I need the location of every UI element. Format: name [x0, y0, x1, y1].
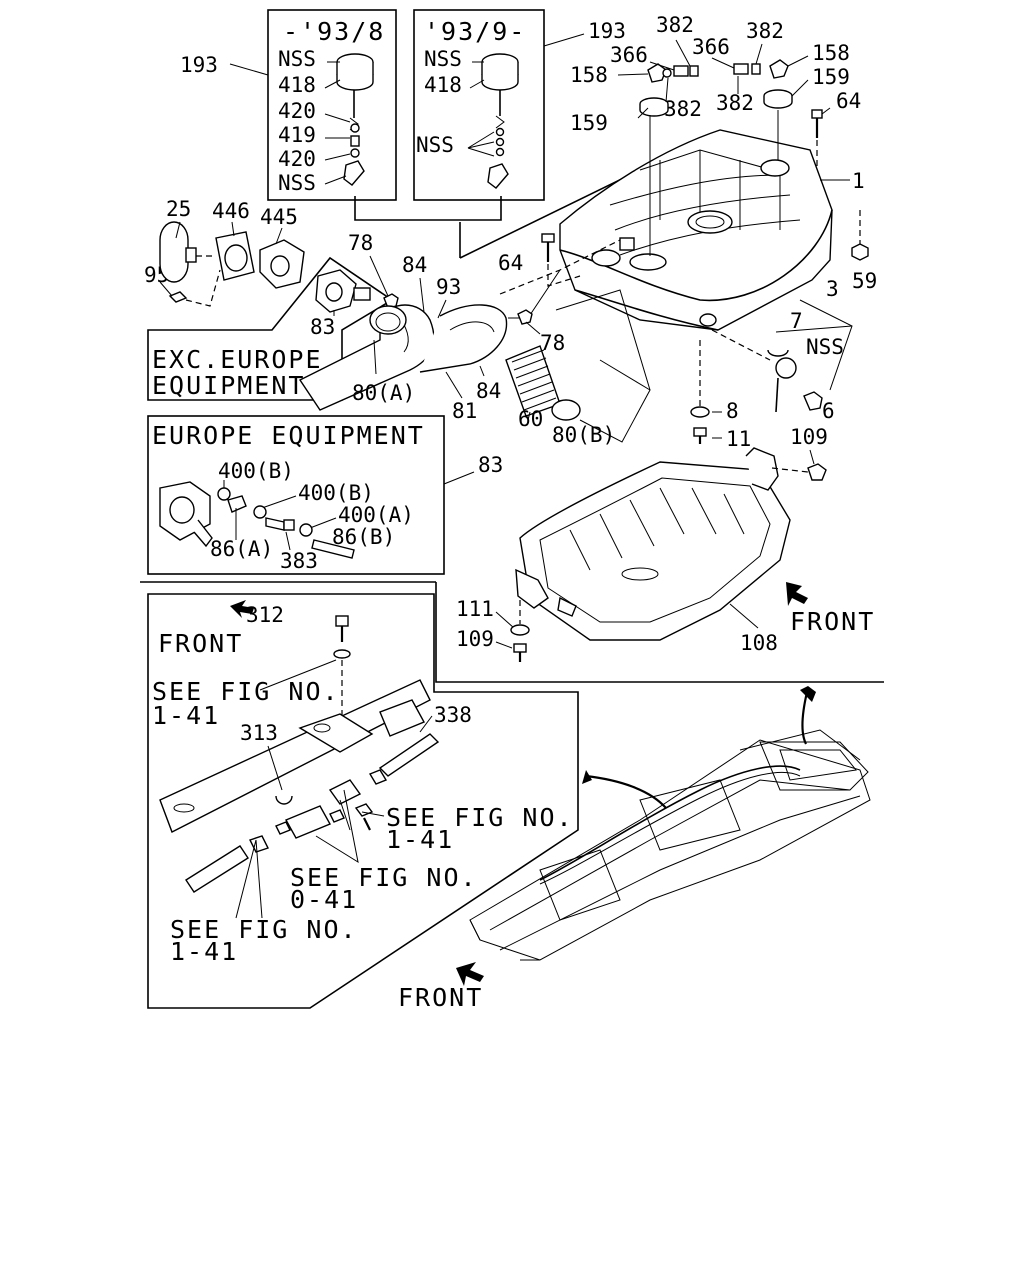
pump-unit [711, 329, 823, 413]
label-400b: 400(B) [218, 459, 294, 483]
label-400a: 400(A) [338, 503, 414, 527]
early-box-title: -'93/8 [283, 17, 385, 46]
label-nss: NSS [424, 47, 462, 71]
filler-cap-part [159, 221, 197, 283]
label-60: 60 [518, 407, 543, 431]
filler-gasket-part [259, 227, 305, 289]
label-3: 3 [826, 277, 839, 301]
label-6: 6 [822, 399, 835, 423]
label-382: 382 [716, 91, 754, 115]
front-arrow-icon [230, 600, 254, 618]
front-arrow-icon [786, 582, 808, 606]
label-193: 193 [588, 19, 626, 43]
label-366: 366 [610, 43, 648, 67]
label-86b: 86(B) [332, 525, 395, 549]
filler-neck-flange-part [315, 269, 371, 313]
label-382: 382 [664, 97, 702, 121]
exc-europe-label-1: EXC.EUROPE [152, 345, 323, 374]
label-108: 108 [740, 631, 778, 655]
see-fig-number: 1-41 [152, 701, 220, 730]
front-label: FRONT [790, 607, 875, 636]
fuel-tank: 1 [559, 110, 865, 331]
label-312: 312 [246, 603, 284, 627]
label-420: 420 [278, 99, 316, 123]
label-86a: 86(A) [210, 537, 273, 561]
frame-rail-part [159, 679, 431, 833]
see-fig-label: SEE FIG NO. [290, 863, 478, 892]
label-109: 109 [456, 627, 494, 651]
hose-clamp-part [369, 305, 407, 335]
label-84: 84 [476, 379, 501, 403]
label-159: 159 [570, 111, 608, 135]
exc-europe-panel [147, 256, 394, 401]
label-80b: 80(B) [552, 423, 615, 447]
vent-fittings [617, 39, 831, 182]
label-419: 419 [278, 123, 316, 147]
label-78: 78 [540, 331, 565, 355]
label-420: 420 [278, 147, 316, 171]
bellows-hose-part [505, 345, 561, 417]
front-arrow-icon [456, 962, 484, 986]
label-11: 11 [726, 427, 751, 451]
label-81: 81 [452, 399, 477, 423]
label-8: 8 [726, 399, 739, 423]
label-93: 93 [436, 275, 461, 299]
label-64: 64 [498, 251, 523, 275]
label-nss: NSS [806, 335, 844, 359]
label-158: 158 [812, 41, 850, 65]
europe-equipment-label: EUROPE EQUIPMENT [152, 421, 425, 450]
see-fig-number: 1-41 [386, 825, 454, 854]
chassis-overview [469, 729, 871, 961]
label-158: 158 [570, 63, 608, 87]
label-366: 366 [692, 35, 730, 59]
label-84: 84 [402, 253, 427, 277]
see-fig-label: SEE FIG NO. [152, 677, 340, 706]
label-382: 382 [746, 19, 784, 43]
see-fig-label: SEE FIG NO. [386, 803, 574, 832]
filler-housing-part [215, 221, 255, 281]
label-111: 111 [456, 597, 494, 621]
fuel-filter-part [275, 779, 362, 839]
label-338: 338 [434, 703, 472, 727]
label-313: 313 [240, 721, 278, 745]
label-193: 193 [180, 53, 218, 77]
label-78: 78 [348, 231, 373, 255]
label-1: 1 [852, 169, 865, 193]
label-64: 64 [836, 89, 861, 113]
frame-detail-panel [147, 593, 579, 1009]
label-nss: NSS [416, 133, 454, 157]
late-box-title: '93/9- [424, 17, 526, 46]
early-sender-box: -'93/8 NSS 418 420 419 420 NSS [267, 9, 397, 201]
late-sender-box: '93/9- NSS 418 NSS [413, 9, 545, 201]
label-400b: 400(B) [298, 481, 374, 505]
front-label: FRONT [158, 629, 243, 658]
label-59: 59 [852, 269, 877, 293]
see-fig-label: SEE FIG NO. [170, 915, 358, 944]
europe-filler-flange-part [159, 481, 213, 548]
see-fig-number: 0-41 [290, 885, 358, 914]
skid-plate-part [515, 447, 791, 641]
exc-europe-label-2: EQUIPMENT [152, 371, 305, 400]
label-446: 446 [212, 199, 250, 223]
label-445: 445 [260, 205, 298, 229]
label-418: 418 [424, 73, 462, 97]
label-418: 418 [278, 73, 316, 97]
europe-equipment-panel [147, 415, 445, 575]
label-7: 7 [790, 309, 803, 333]
label-nss: NSS [278, 171, 316, 195]
label-nss: NSS [278, 47, 316, 71]
label-382: 382 [656, 13, 694, 37]
label-159: 159 [812, 65, 850, 89]
label-80a: 80(A) [352, 381, 415, 405]
label-383: 383 [280, 549, 318, 573]
label-83: 83 [310, 315, 335, 339]
label-109: 109 [790, 425, 828, 449]
label-25: 25 [166, 197, 191, 221]
see-fig-number: 1-41 [170, 937, 238, 966]
front-label: FRONT [398, 983, 483, 1012]
label-83: 83 [478, 453, 503, 477]
